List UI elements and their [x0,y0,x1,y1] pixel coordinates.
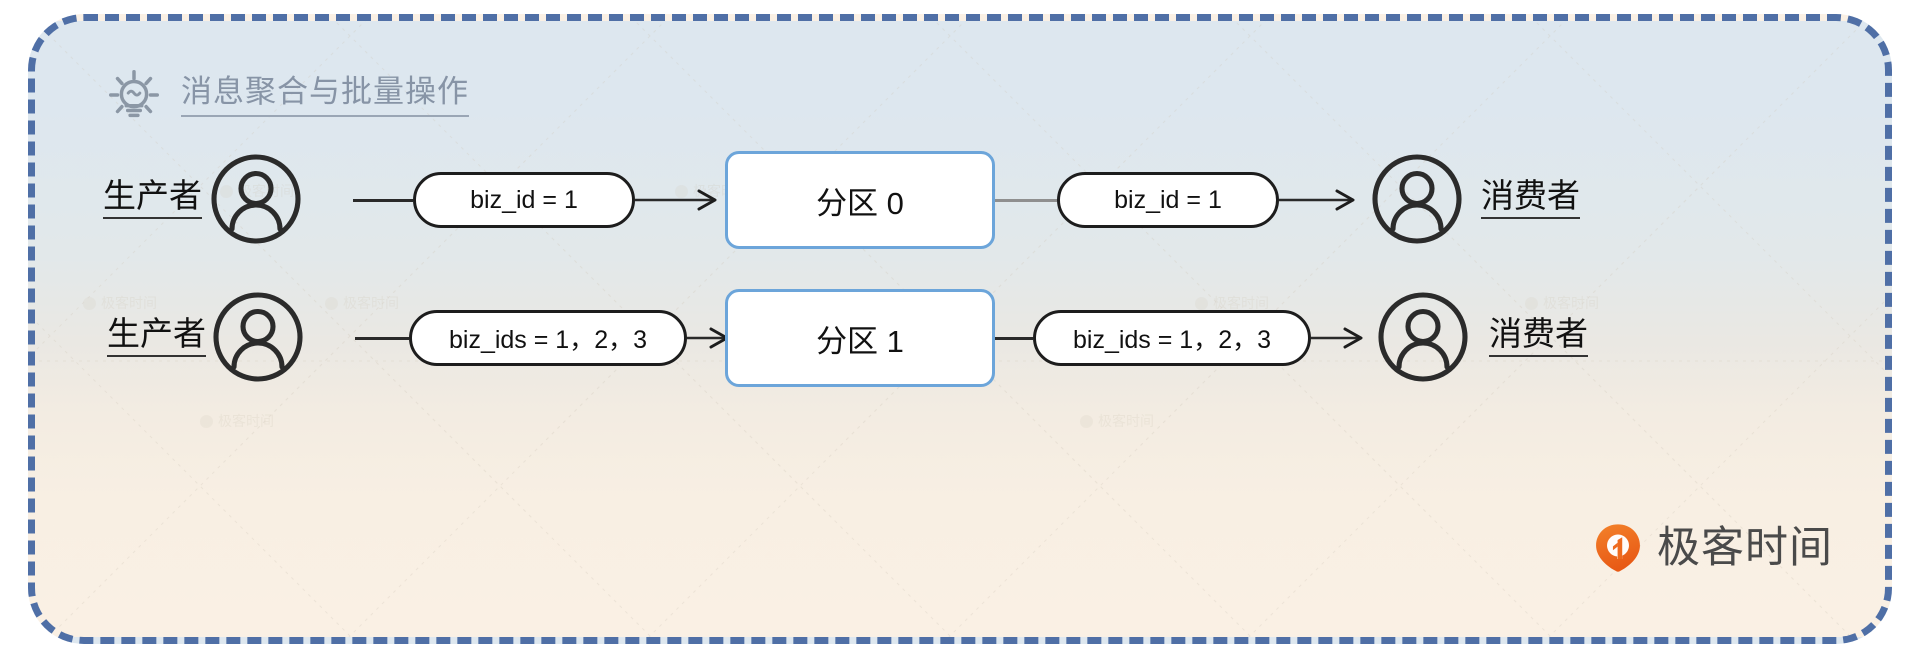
diagram-title-row: 消息聚合与批量操作 [103,65,469,127]
connector-producer-message-1 [353,199,413,202]
user-avatar-icon [208,151,304,247]
consumer-node-2[interactable]: 消费者 [1375,289,1588,385]
message-pill-2[interactable]: biz_id = 1 [1057,172,1279,228]
flow-row-1: 生产者 biz_id = 1 [35,141,1885,261]
geektime-logo-icon [1591,521,1645,575]
consumer-label: 消费者 [1489,316,1588,358]
arrow-message-to-consumer-1 [1279,189,1355,211]
partition-label: 分区 0 [816,185,904,221]
connector-partition-message-1 [995,199,1057,202]
connector-producer-message-2 [355,337,409,340]
brand-name: 极客时间 [1657,523,1833,572]
producer-node-2[interactable]: 生产者 [107,289,306,385]
partition-label: 分区 1 [816,323,904,359]
message-label: biz_id = 1 [1114,185,1222,214]
producer-node-1[interactable]: 生产者 [103,151,304,247]
message-label: biz_ids = 1，2，3 [448,326,648,354]
message-pill-3[interactable]: biz_ids = 1，2，3 [409,310,687,366]
brand-logo: 极客时间 [1591,521,1833,575]
producer-label: 生产者 [103,178,202,220]
partition-node-1[interactable]: 分区 1 [725,289,995,387]
message-pill-1[interactable]: biz_id = 1 [413,172,635,228]
flow-row-2: 生产者 biz_ids = 1，2，3 分区 1 [35,279,1885,399]
watermark-label: 极客时间 [1098,413,1154,429]
arrow-message-to-consumer-2 [1311,327,1363,349]
diagram-panel: 极客时间 极客时间 极客时间 极客时间 极客时间 极客时间 极客时间 极客时间 … [28,14,1892,644]
user-avatar-icon [1369,151,1465,247]
arrow-message-to-partition-1 [635,189,717,211]
consumer-node-1[interactable]: 消费者 [1369,151,1580,247]
message-label: biz_ids = 1，2，3 [1072,326,1272,354]
message-pill-4[interactable]: biz_ids = 1，2，3 [1033,310,1311,366]
lightbulb-icon [103,65,165,127]
connector-partition-message-2 [995,337,1033,340]
producer-label: 生产者 [107,316,206,358]
partition-node-0[interactable]: 分区 0 [725,151,995,249]
watermark-label: 极客时间 [218,413,274,429]
user-avatar-icon [1375,289,1471,385]
message-label: biz_id = 1 [470,185,578,214]
user-avatar-icon [210,289,306,385]
consumer-label: 消费者 [1481,178,1580,220]
page-title: 消息聚合与批量操作 [181,75,469,117]
